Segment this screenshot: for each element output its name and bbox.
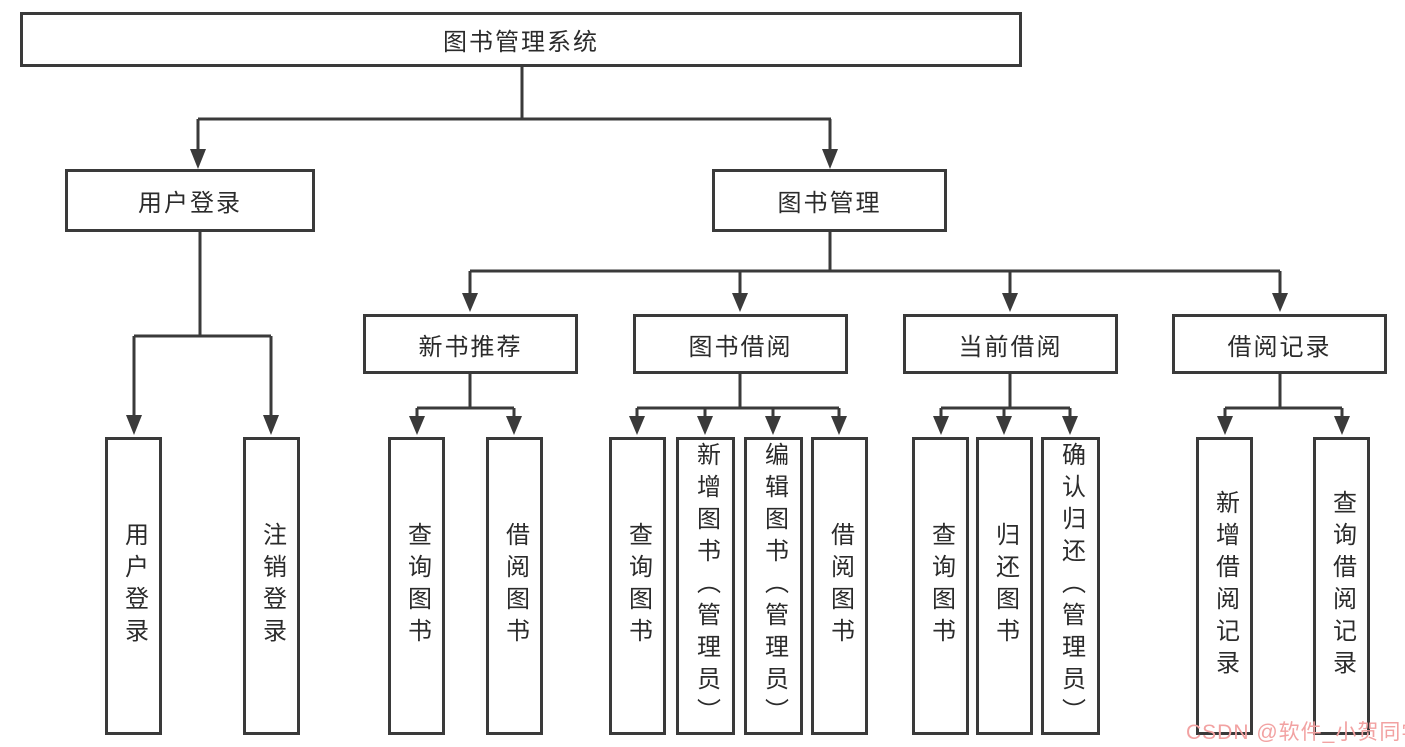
node-label: 新增图书（管理员） — [692, 442, 720, 730]
node-label: 新增借阅记录 — [1211, 490, 1239, 682]
arrowhead — [506, 416, 522, 435]
arrowhead — [1002, 293, 1018, 312]
arrowhead — [697, 416, 713, 435]
node-book-borrowing: 图书借阅 — [633, 314, 848, 374]
node-label: 归还图书 — [991, 522, 1019, 650]
node-root-system: 图书管理系统 — [20, 12, 1022, 67]
node-label: 注销登录 — [258, 522, 286, 650]
leaf-add-borrow-record: 新增借阅记录 — [1196, 437, 1253, 735]
arrowhead — [462, 293, 478, 312]
node-user-login: 用户登录 — [65, 169, 315, 232]
arrowhead — [1062, 416, 1078, 435]
connector-new-books-branch — [409, 374, 522, 435]
node-current-borrowing: 当前借阅 — [903, 314, 1118, 374]
arrowhead — [822, 149, 838, 169]
connector-book-borrow-branch — [629, 374, 847, 435]
arrowhead — [831, 416, 847, 435]
arrowhead — [190, 149, 206, 169]
node-label: 编辑图书（管理员） — [760, 442, 788, 730]
leaf-logout: 注销登录 — [243, 437, 300, 735]
connector-borrow-records-branch — [1217, 374, 1350, 435]
node-label: 用户登录 — [138, 190, 242, 217]
arrowhead — [732, 293, 748, 312]
arrowhead — [126, 415, 142, 435]
connector-root-to-level2 — [190, 67, 838, 169]
leaf-borrow-books-borrowing: 借阅图书 — [811, 437, 868, 735]
connector-book-mgmt-branch — [462, 232, 1288, 312]
node-borrowing-records: 借阅记录 — [1172, 314, 1387, 374]
leaf-return-books: 归还图书 — [976, 437, 1033, 735]
leaf-query-borrow-record: 查询借阅记录 — [1313, 437, 1370, 735]
node-label: 查询图书 — [927, 522, 955, 650]
node-new-book-recommend: 新书推荐 — [363, 314, 578, 374]
leaf-user-login: 用户登录 — [105, 437, 162, 735]
leaf-borrow-books-recommend: 借阅图书 — [486, 437, 543, 735]
node-label: 新书推荐 — [418, 333, 523, 361]
node-label: 图书管理系统 — [443, 29, 599, 56]
leaf-add-book-admin: 新增图书（管理员） — [676, 437, 735, 735]
node-label: 借阅图书 — [501, 522, 529, 650]
node-label: 查询图书 — [403, 522, 431, 650]
arrowhead — [1217, 416, 1233, 435]
leaf-confirm-return-admin: 确认归还（管理员） — [1041, 437, 1100, 735]
leaf-edit-book-admin: 编辑图书（管理员） — [744, 437, 803, 735]
arrowhead — [1334, 416, 1350, 435]
node-label: 查询借阅记录 — [1328, 490, 1356, 682]
node-label: 借阅记录 — [1227, 333, 1332, 361]
connector-user-login-branch — [126, 232, 279, 435]
node-book-management: 图书管理 — [712, 169, 947, 232]
node-label: 图书借阅 — [688, 333, 793, 361]
node-label: 图书管理 — [777, 190, 882, 217]
arrowhead — [409, 416, 425, 435]
node-label: 查询图书 — [624, 522, 652, 650]
connector-current-borrow-branch — [933, 374, 1078, 435]
csdn-watermark: CSDN @软件_小贺同学 — [1186, 721, 1405, 744]
arrowhead — [629, 416, 645, 435]
leaf-query-books-borrowing: 查询图书 — [609, 437, 666, 735]
arrowhead — [765, 416, 781, 435]
arrowhead — [263, 415, 279, 435]
arrowhead — [996, 416, 1012, 435]
arrowhead — [933, 416, 949, 435]
node-label: 确认归还（管理员） — [1057, 442, 1085, 730]
leaf-query-books-current: 查询图书 — [912, 437, 969, 735]
leaf-query-books-recommend: 查询图书 — [388, 437, 445, 735]
node-label: 借阅图书 — [826, 522, 854, 650]
node-label: 用户登录 — [120, 522, 148, 650]
node-label: 当前借阅 — [958, 333, 1063, 361]
arrowhead — [1272, 293, 1288, 312]
